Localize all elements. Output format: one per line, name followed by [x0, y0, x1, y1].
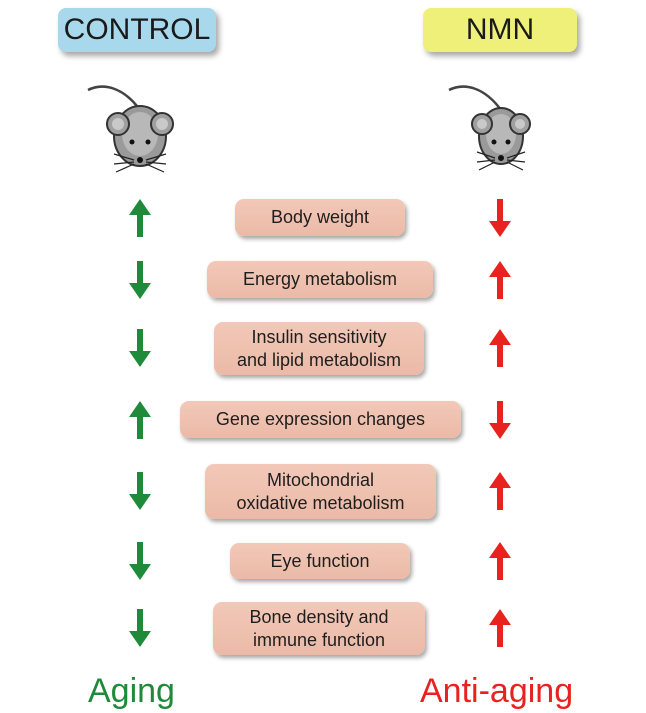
- row-label: Energy metabolism: [242, 269, 398, 290]
- control-arrow-down-icon: [129, 261, 151, 299]
- label-box-insulin-lipid: Insulin sensitivity and lipid metabolism: [214, 322, 424, 375]
- control-arrow-down-icon: [129, 472, 151, 510]
- nmn-arrow-up-icon: [489, 261, 511, 299]
- nmn-arrow-up-icon: [489, 329, 511, 367]
- control-header: CONTROL: [58, 8, 216, 52]
- control-arrow-down-icon: [129, 609, 151, 647]
- mouse-icon: [87, 85, 174, 173]
- nmn-arrow-down-icon: [489, 199, 511, 237]
- label-box-body-weight: Body weight: [235, 199, 405, 236]
- row-label: Body weight: [270, 207, 370, 228]
- nmn-header: NMN: [423, 8, 577, 52]
- nmn-arrow-up-icon: [489, 472, 511, 510]
- label-box-gene-expression: Gene expression changes: [180, 401, 461, 438]
- anti-aging-label: Anti-aging: [420, 672, 574, 710]
- control-header-label: CONTROL: [63, 13, 211, 46]
- control-arrow-up-icon: [129, 199, 151, 237]
- control-arrow-down-icon: [129, 329, 151, 367]
- control-arrow-up-icon: [129, 401, 151, 439]
- nmn-arrow-down-icon: [489, 401, 511, 439]
- row-label: Insulin sensitivity and lipid metabolism: [236, 327, 402, 370]
- label-box-energy-metabolism: Energy metabolism: [207, 261, 433, 298]
- label-box-eye-function: Eye function: [230, 543, 410, 579]
- control-arrow-down-icon: [129, 542, 151, 580]
- nmn-arrow-up-icon: [489, 609, 511, 647]
- row-label: Mitochondrial oxidative metabolism: [236, 470, 405, 513]
- nmn-arrow-up-icon: [489, 542, 511, 580]
- row-label: Bone density and immune function: [249, 607, 389, 650]
- aging-label: Aging: [88, 672, 175, 710]
- label-box-mitochondrial: Mitochondrial oxidative metabolism: [205, 464, 436, 519]
- label-box-bone-immune: Bone density and immune function: [213, 602, 425, 655]
- mouse-icon: [448, 85, 531, 171]
- nmn-header-label: NMN: [465, 13, 535, 46]
- row-label: Eye function: [270, 550, 370, 571]
- row-label: Gene expression changes: [215, 409, 426, 430]
